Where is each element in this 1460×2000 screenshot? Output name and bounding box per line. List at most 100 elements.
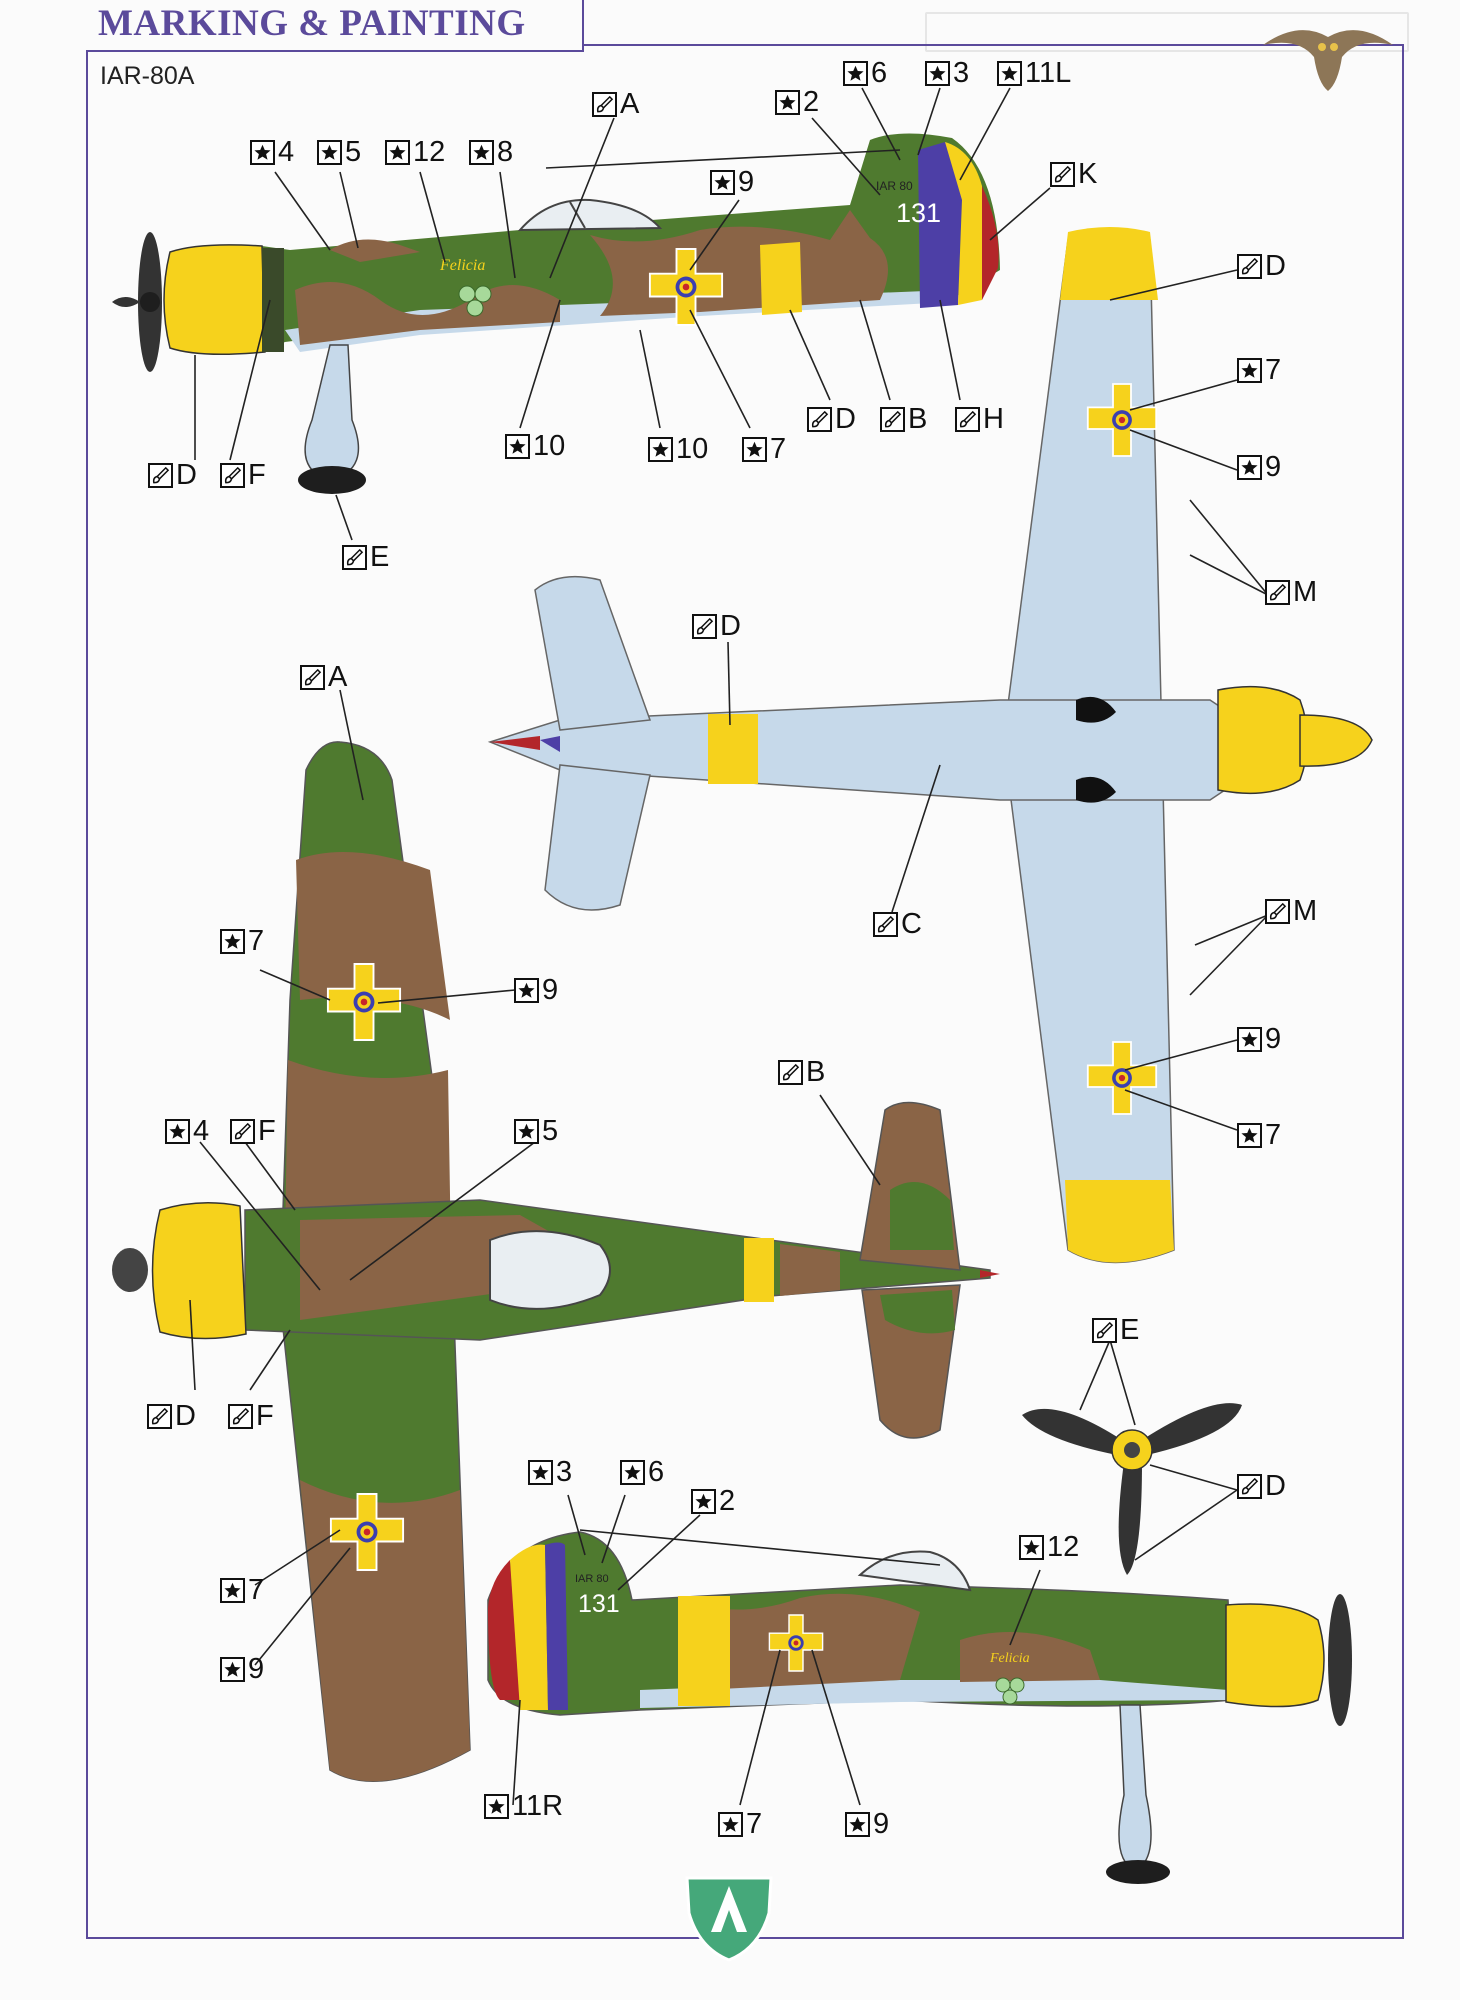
callout-text: B (806, 1056, 826, 1088)
callout-text: 7 (1265, 1119, 1282, 1151)
callout-text: 9 (738, 166, 755, 198)
callout-text: F (248, 459, 266, 491)
callout-label-d5: 5 (317, 138, 361, 167)
callout-label-pD6: D (1237, 1472, 1286, 1501)
propeller-detail (1022, 1403, 1242, 1575)
callout-text: E (370, 541, 390, 573)
nose-art-text-2: Felicia (989, 1651, 1030, 1666)
callout-label-pD5: D (147, 1402, 196, 1431)
page-title: MARKING & PAINTING (98, 3, 526, 44)
callout-label-pM2: M (1265, 897, 1317, 926)
decal-star-icon (469, 140, 494, 165)
callout-label-pD3: D (148, 461, 197, 490)
callout-text: D (835, 403, 856, 435)
paint-brush-icon (778, 1060, 803, 1085)
callout-label-d8: 8 (469, 138, 513, 167)
callout-label-d2: 2 (775, 88, 819, 117)
callout-label-pD2: D (807, 405, 856, 434)
callout-label-d6b: 6 (620, 1458, 664, 1487)
callout-label-pM1: M (1265, 578, 1317, 607)
callout-label-d7d: 7 (1237, 1121, 1281, 1150)
paint-brush-icon (1265, 899, 1290, 924)
decal-star-icon (742, 437, 767, 462)
manufacturer-logo (685, 1876, 773, 1962)
paint-brush-icon (1237, 254, 1262, 279)
callout-text: 12 (1047, 1531, 1080, 1563)
callout-text: 7 (746, 1808, 763, 1840)
paint-brush-icon (1092, 1318, 1117, 1343)
callout-label-d3b: 3 (528, 1458, 572, 1487)
callout-text: K (1078, 158, 1098, 190)
callout-text: D (1265, 250, 1286, 282)
callout-text: 9 (1265, 1023, 1282, 1055)
callout-label-d7a: 7 (1237, 356, 1281, 385)
callout-label-d9a: 9 (710, 168, 754, 197)
title-box (86, 0, 584, 52)
callout-label-d11R: 11R (484, 1792, 563, 1821)
callout-label-d10a: 10 (505, 432, 565, 461)
decal-star-icon (484, 1794, 509, 1819)
paint-brush-icon (342, 545, 367, 570)
decal-star-icon (505, 434, 530, 459)
decal-star-icon (1019, 1535, 1044, 1560)
paint-brush-icon (1237, 1474, 1262, 1499)
paint-brush-icon (880, 407, 905, 432)
callout-label-pC: C (873, 910, 922, 939)
callout-text: A (620, 88, 640, 120)
side-view-left: 131 IAR 80 Felicia (112, 133, 1000, 494)
callout-label-d7f: 7 (718, 1810, 762, 1839)
callout-label-d4b: 4 (165, 1117, 209, 1146)
callout-label-d9f: 9 (845, 1810, 889, 1839)
decal-star-icon (317, 140, 342, 165)
callout-label-d10b: 10 (648, 435, 708, 464)
callout-label-pF3: F (228, 1402, 274, 1431)
callout-text: 3 (953, 57, 970, 89)
callout-text: 6 (648, 1456, 665, 1488)
callout-text: 10 (676, 433, 709, 465)
callout-text: A (328, 661, 348, 693)
callout-text: M (1293, 576, 1318, 608)
callout-label-d9b: 9 (1237, 453, 1281, 482)
decal-star-icon (385, 140, 410, 165)
paint-brush-icon (592, 92, 617, 117)
decal-star-icon (710, 170, 735, 195)
decal-star-icon (250, 140, 275, 165)
paint-brush-icon (148, 463, 173, 488)
callout-text: 11L (1025, 57, 1072, 89)
bottom-view (487, 227, 1373, 1264)
callout-text: D (720, 610, 741, 642)
decal-star-icon (1237, 358, 1262, 383)
callout-text: 4 (278, 136, 295, 168)
callout-text: F (258, 1115, 276, 1147)
paint-brush-icon (873, 912, 898, 937)
callout-label-d4: 4 (250, 138, 294, 167)
decal-star-icon (843, 61, 868, 86)
decal-star-icon (648, 437, 673, 462)
paint-brush-icon (300, 665, 325, 690)
decal-star-icon (514, 1119, 539, 1144)
callout-label-d3: 3 (925, 59, 969, 88)
paint-brush-icon (807, 407, 832, 432)
callout-label-pE2: E (1092, 1316, 1139, 1345)
owl-logo (1263, 30, 1393, 91)
callout-text: M (1293, 895, 1318, 927)
callout-label-pA2: A (300, 663, 347, 692)
callout-text: B (908, 403, 928, 435)
decal-star-icon (1237, 455, 1262, 480)
callout-text: 9 (1265, 451, 1282, 483)
callout-label-pB2: B (778, 1058, 825, 1087)
callout-label-d5b: 5 (514, 1117, 558, 1146)
callout-text: 2 (803, 86, 820, 118)
callout-text: 10 (533, 430, 566, 462)
callout-label-pF1: F (220, 461, 266, 490)
callout-text: 6 (871, 57, 888, 89)
paint-brush-icon (1265, 580, 1290, 605)
callout-text: 2 (719, 1485, 736, 1517)
decal-star-icon (1237, 1123, 1262, 1148)
callout-text: 11R (512, 1790, 564, 1822)
tail-type-text: IAR 80 (876, 179, 913, 193)
paint-brush-icon (692, 614, 717, 639)
callout-label-d7c: 7 (220, 927, 264, 956)
model-name: IAR-80A (100, 62, 195, 90)
